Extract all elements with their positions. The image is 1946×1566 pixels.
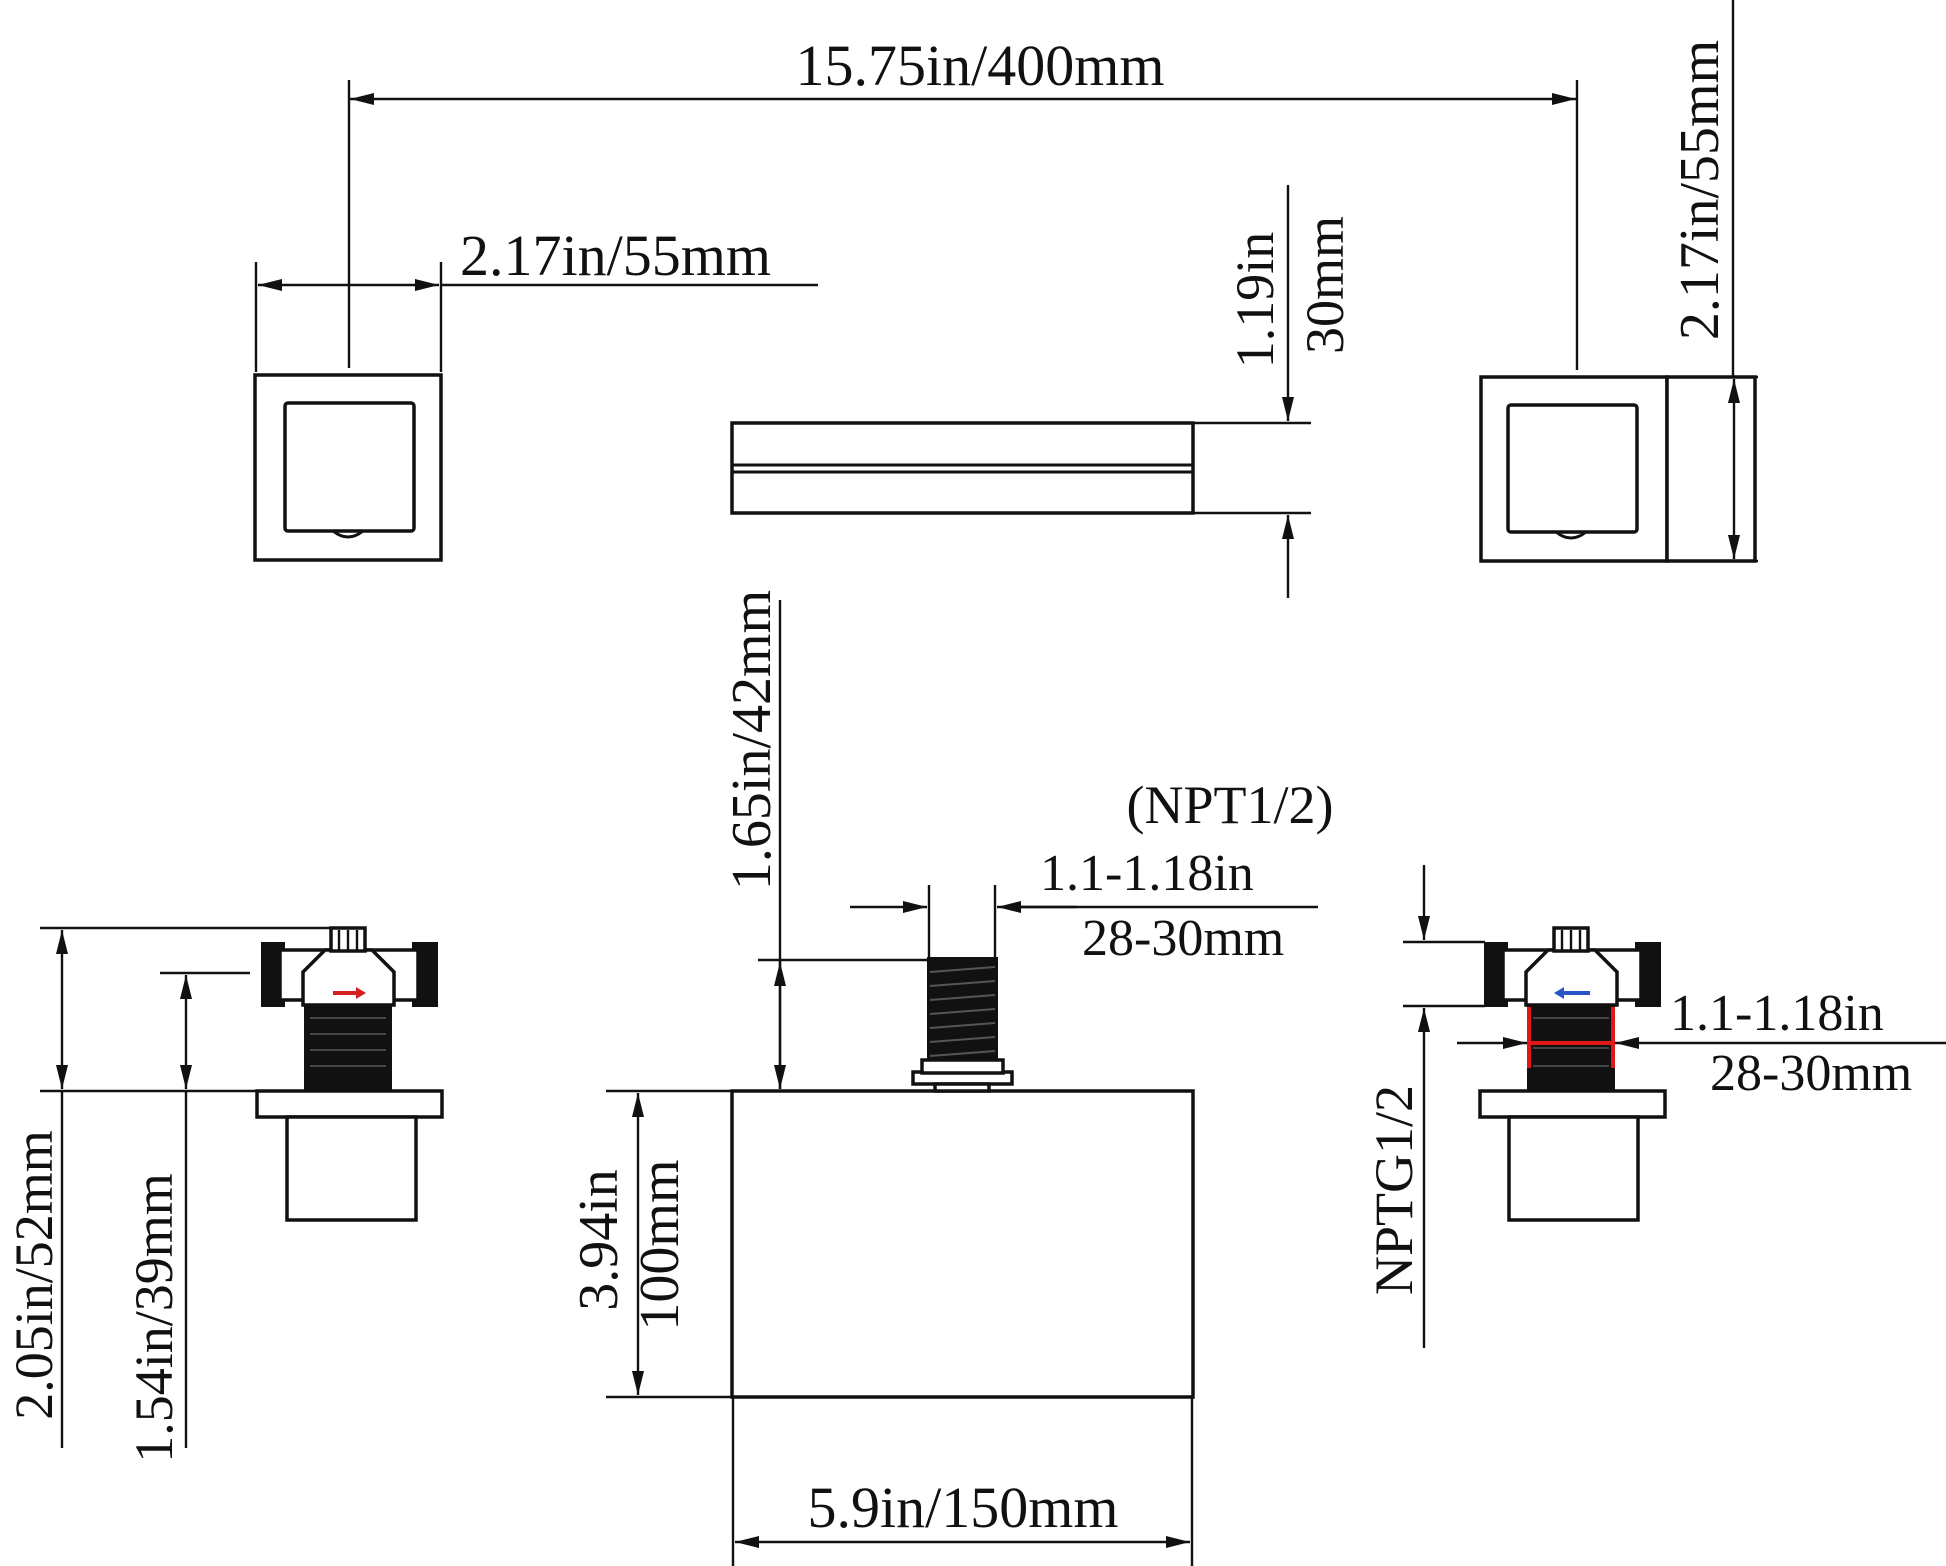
right-handle-top-view — [1479, 375, 1757, 563]
dim-handle-height: 2.17in/55mm — [1667, 0, 1758, 563]
overall-width-label: 15.75in/400mm — [796, 33, 1165, 98]
valve-thread-length-mm-label: 28-30mm — [1710, 1045, 1912, 1102]
left-valve-front-view: 2.05in/52mm 1.54in/39mm — [4, 926, 444, 1463]
handle-width-label: 2.17in/55mm — [460, 223, 771, 288]
thread-length-mm-label: 28-30mm — [1082, 910, 1284, 967]
spout-front-view: 1.65in/42mm 1.1-1.18in 28-30mm (NPT1/2) … — [568, 590, 1333, 1566]
dim-handle-width: 2.17in/55mm — [254, 223, 818, 372]
spout-body-height-mm-label: 100mm — [629, 1159, 691, 1330]
dim-spout-height: 1.19in 30mm — [1193, 185, 1355, 598]
valve-total-height-label: 2.05in/52mm — [4, 1130, 64, 1420]
valve-thread-note-label: NPTG1/2 — [1364, 1085, 1424, 1295]
spout-height-in-label: 1.19in — [1225, 232, 1285, 369]
valve-thread-length-in-label: 1.1-1.18in — [1670, 985, 1884, 1042]
right-valve-front-view: NPTG1/2 1.1-1.18in 28-30mm — [1364, 865, 1946, 1348]
spout-body-width-label: 5.9in/150mm — [808, 1475, 1119, 1540]
spout-height-mm-label: 30mm — [1295, 216, 1355, 354]
npt-note-label: (NPT1/2) — [1127, 775, 1334, 835]
thread-length-in-label: 1.1-1.18in — [1040, 845, 1254, 902]
valve-body-height-label: 1.54in/39mm — [124, 1173, 184, 1463]
handle-height-label: 2.17in/55mm — [1669, 40, 1731, 340]
spout-top-view — [730, 421, 1195, 515]
spout-body-height-in-label: 3.94in — [568, 1169, 630, 1311]
spout-projection-label: 1.65in/42mm — [721, 590, 783, 890]
dim-overall-width: 15.75in/400mm — [347, 33, 1579, 370]
left-handle-top-view — [253, 373, 443, 562]
top-view: 15.75in/400mm 2.17in/55mm 1.19in 30mm 2.… — [253, 0, 1758, 598]
